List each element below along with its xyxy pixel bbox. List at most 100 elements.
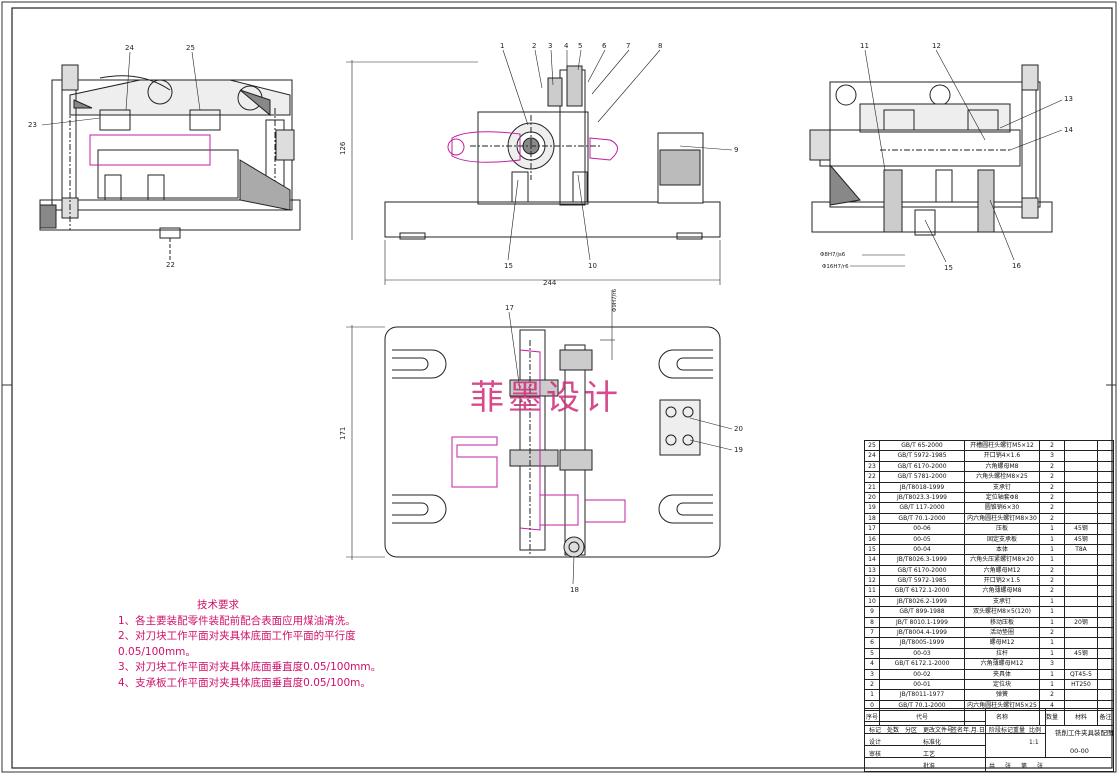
bom-cell: 00-01 (880, 679, 965, 690)
bom-cell: 圆锥销6×30 (965, 503, 1040, 513)
bom-header: 序号 代号 名称 数量 材料 备注 (865, 711, 1113, 727)
technical-notes: 技术要求 1、各主要装配零件装配前配合表面应用煤油清洗。 2、对刀块工作平面对夹… (118, 598, 381, 691)
bom-cell: 10 (865, 596, 880, 607)
bom-cell: 2 (1040, 513, 1065, 524)
bom-cell (1098, 628, 1113, 637)
bom-cell: 13 (865, 565, 880, 576)
bom-cell: 23 (865, 461, 880, 472)
bom-cell: 21 (865, 482, 880, 492)
side-view-callouts: 11 12 13 14 15 16 Φ8H7/js6 Φ16H7/r6 (820, 42, 1073, 272)
bom-cell: 3 (1040, 659, 1065, 669)
bom-cell: 2 (1040, 586, 1065, 596)
bom-cell (1098, 670, 1113, 679)
bom-cell: 2 (1040, 576, 1065, 586)
bom-cell: 4 (865, 659, 880, 669)
bom-cell: 3 (1040, 451, 1065, 461)
bom-cell: JB/T 8010.1-1999 (880, 617, 965, 628)
bom-cell: 1 (865, 690, 880, 700)
bom-cell (1098, 566, 1113, 575)
bom-cell (1098, 555, 1113, 564)
tb-cell: 批准 (923, 763, 936, 770)
note-line: 4、支承板工作平面对夹具体底面垂直度0.05/100m。 (118, 676, 371, 689)
bom-cell: 1 (1040, 524, 1065, 534)
bom-cell: 2 (1040, 441, 1065, 451)
bom-cell (1065, 482, 1098, 492)
bom-cell: 2 (1040, 482, 1065, 492)
bom-cell: 2 (1040, 628, 1065, 638)
bom-cell (1098, 493, 1113, 502)
bom-cell: 活动垫圈 (965, 628, 1040, 638)
bom-cell: 16 (865, 534, 880, 544)
tb-cell: 更改文件号 (923, 727, 954, 734)
bom-cell: 3 (865, 669, 880, 679)
bom-cell: 本体 (965, 544, 1040, 555)
top-view (346, 290, 721, 560)
tb-cell: 分区 (905, 727, 918, 734)
bom-cell: 1 (1040, 607, 1065, 617)
tb-cell: 比例 (1029, 727, 1042, 734)
tb-cell: 审核 (869, 751, 882, 758)
callout-6: 6 (602, 42, 607, 50)
bom-cell: 17 (865, 524, 880, 534)
bom-cell (1065, 503, 1098, 513)
bom-cell (1065, 700, 1098, 711)
bom-cell: 夹具体 (965, 669, 1040, 679)
bom-cell: 螺母M12 (965, 638, 1040, 648)
bom-cell: JB/T8023.3-1999 (880, 492, 965, 503)
callout-15: 15 (504, 262, 513, 270)
callout-9: 9 (734, 146, 738, 154)
bom-cell (1065, 628, 1098, 638)
bom-cell: 45钢 (1065, 524, 1098, 534)
bom-cell (1065, 690, 1098, 700)
bom-cell: GB/T 70.1-2000 (880, 700, 965, 711)
note-line: 3、对刀块工作平面对夹具体底面垂直度0.05/100mm。 (118, 661, 382, 673)
callout-1: 1 (500, 42, 504, 50)
bom-cell: QT45-5 (1065, 669, 1098, 679)
bom-cell (1098, 680, 1113, 689)
front-view (346, 60, 721, 285)
note-line: 2、对刀块工作平面对夹具体底面工作平面的平行度 (118, 630, 356, 642)
top-view-callouts: 17 18 19 20 171 Φ9H7/r6 (339, 288, 743, 594)
bom-cell: 2 (1040, 461, 1065, 472)
bom-cell: 弹簧 (965, 690, 1040, 700)
callout-18: 18 (570, 586, 579, 594)
bom-cell: 15 (865, 544, 880, 555)
bom-cell (1065, 576, 1098, 586)
bom-cell (1098, 462, 1113, 471)
bom-cell (1065, 441, 1098, 451)
bom-cell: 六角头螺栓M8×25 (965, 472, 1040, 482)
tb-cell: 重量 (1013, 727, 1026, 734)
bom-cell (1065, 638, 1098, 648)
callout-5: 5 (578, 42, 582, 50)
bom-cell: 六角薄螺母M8 (965, 586, 1040, 596)
bom-header-cell: 序号 (865, 711, 880, 726)
bom-cell: 7 (865, 628, 880, 638)
bom-cell: 内六角圆柱头螺钉M8×30 (965, 513, 1040, 524)
bom-cell: 24 (865, 451, 880, 461)
bom-cell (1065, 555, 1098, 565)
front-view-callouts: 1 2 3 4 5 6 7 8 9 10 15 244 126 (339, 42, 738, 287)
bom-cell (1098, 545, 1113, 554)
bom-cell: 18 (865, 513, 880, 524)
callout-22: 22 (166, 261, 175, 269)
bom-cell: 12 (865, 576, 880, 586)
bom-cell: JB/T8004.4-1999 (880, 628, 965, 638)
bom-cell: 20钢 (1065, 617, 1098, 628)
callout-19: 19 (734, 446, 743, 454)
callout-23: 23 (28, 121, 37, 129)
note-line: 1、各主要装配零件装配前配合表面应用煤油清洗。 (118, 614, 356, 627)
callout-3: 3 (548, 42, 552, 50)
bom-cell (1065, 492, 1098, 503)
